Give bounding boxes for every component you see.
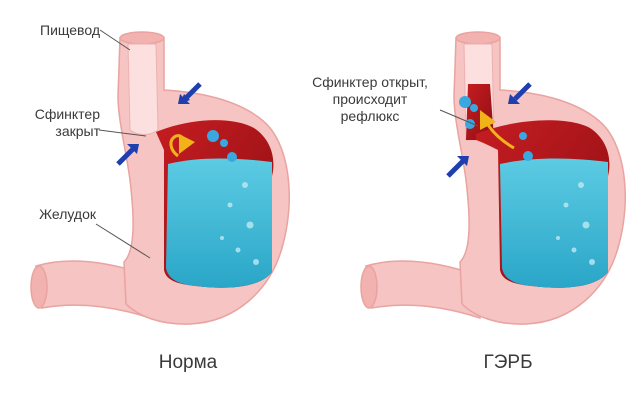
caption-gerd: ГЭРБ: [483, 352, 533, 373]
stomach-gerd: [360, 31, 627, 325]
duodenum-right: [365, 260, 481, 320]
acid-left: [166, 158, 272, 288]
esophagus-opening-right: [455, 31, 501, 45]
label-sphincter-closed-line1: Сфинктер: [34, 106, 100, 122]
blocked-reflux-arrow: [169, 133, 196, 158]
esophagus-channel-left: [127, 43, 159, 135]
esophagus-opening-left: [119, 31, 165, 45]
label-sphincter-closed: Сфинктер закрыт: [10, 106, 100, 140]
gas-bubbles-left: [207, 130, 237, 162]
stomach-normal: [30, 31, 291, 325]
pressure-arrows-right: [446, 82, 532, 178]
reflux-arrow: [479, 109, 515, 150]
duodenum-opening-right: [360, 265, 378, 309]
acid-right: [500, 158, 608, 288]
acid-bubbles-left: [220, 182, 259, 265]
duodenum-opening-left: [30, 265, 48, 309]
leader-lines-right: [439, 109, 479, 127]
label-sphincter-open: Сфинктер открыт, происходит рефлюкс: [290, 74, 450, 125]
label-sphincter-open-line2: происходит: [332, 91, 408, 107]
label-sphincter-closed-line2: закрыт: [55, 123, 100, 139]
label-stomach: Желудок: [39, 206, 96, 222]
label-esophagus: Пищевод: [40, 22, 100, 38]
leader-lines-left: [95, 29, 151, 259]
label-sphincter-open-line1: Сфинктер открыт,: [312, 74, 428, 90]
pressure-arrows-left: [116, 82, 202, 166]
acid-bubbles-right: [556, 182, 595, 265]
caption-normal: Норма: [158, 352, 218, 373]
label-sphincter-open-line3: рефлюкс: [340, 108, 400, 124]
